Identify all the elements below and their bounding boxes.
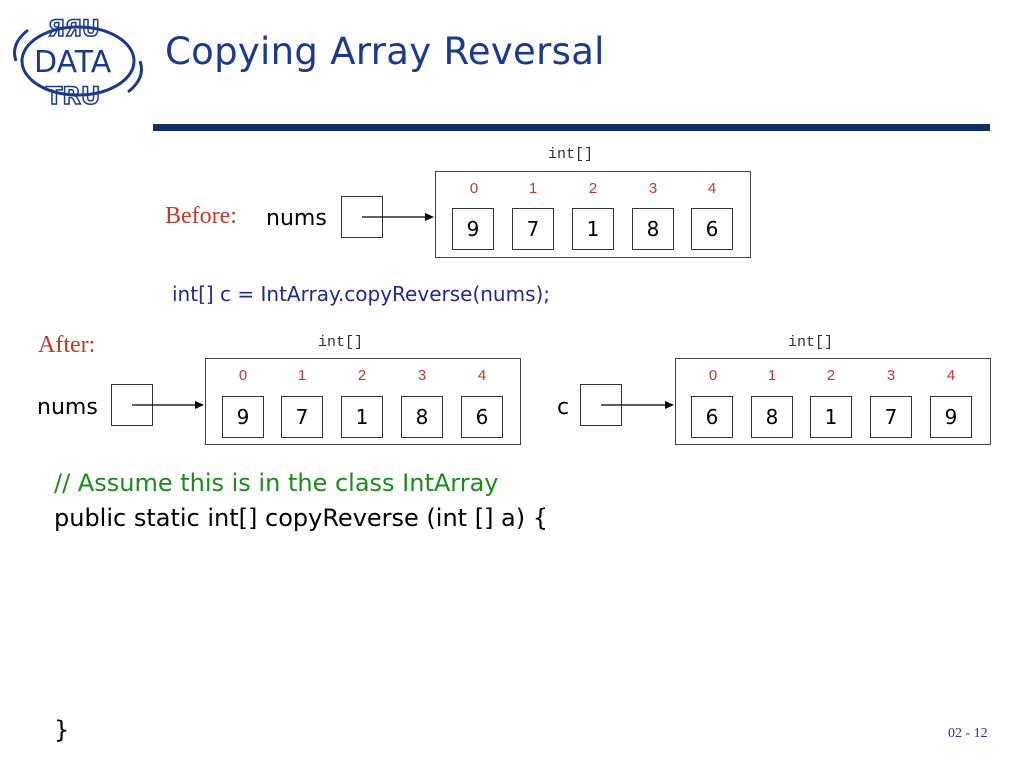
after-c-index-1: 1 bbox=[767, 367, 777, 384]
after-c-index-4: 4 bbox=[946, 367, 956, 384]
before-index-4: 4 bbox=[707, 180, 717, 197]
after-nums-cell-3: 8 bbox=[401, 396, 443, 438]
before-index-0: 0 bbox=[469, 180, 479, 197]
after-nums-cell-2: 1 bbox=[341, 396, 383, 438]
logo-text-mid: DATA bbox=[34, 45, 112, 80]
before-nums-var: nums bbox=[266, 206, 327, 231]
code-comment: // Assume this is in the class IntArray bbox=[54, 469, 499, 497]
after-c-cell-2: 1 bbox=[810, 396, 852, 438]
before-cell-0: 9 bbox=[452, 208, 494, 250]
after-c-cell-1: 8 bbox=[751, 396, 793, 438]
before-cell-3: 8 bbox=[632, 208, 674, 250]
before-cell-2: 1 bbox=[572, 208, 614, 250]
after-nums-var: nums bbox=[37, 395, 98, 420]
after-nums-index-4: 4 bbox=[477, 367, 487, 384]
before-index-1: 1 bbox=[528, 180, 538, 197]
after-c-index-3: 3 bbox=[886, 367, 896, 384]
after-nums-cell-0: 9 bbox=[222, 396, 264, 438]
before-cell-1: 7 bbox=[512, 208, 554, 250]
after-nums-type-label: int[] bbox=[318, 334, 364, 351]
before-cell-4: 6 bbox=[691, 208, 733, 250]
after-nums-index-3: 3 bbox=[417, 367, 427, 384]
before-array-type-label: int[] bbox=[548, 146, 594, 163]
after-nums-index-2: 2 bbox=[357, 367, 367, 384]
after-c-cell-0: 6 bbox=[691, 396, 733, 438]
after-c-index-2: 2 bbox=[826, 367, 836, 384]
method-signature: public static int[] copyReverse (int [] … bbox=[54, 504, 549, 532]
after-c-cell-3: 7 bbox=[870, 396, 912, 438]
title-divider bbox=[153, 124, 990, 131]
after-c-var: c bbox=[557, 395, 570, 420]
after-c-type-label: int[] bbox=[788, 334, 834, 351]
before-array-object: 0 1 2 3 4 9 7 1 8 6 bbox=[435, 171, 751, 258]
slide-title: Copying Array Reversal bbox=[165, 30, 605, 73]
logo-text-top: ЯЯU bbox=[48, 17, 100, 42]
after-nums-index-0: 0 bbox=[238, 367, 248, 384]
after-nums-index-1: 1 bbox=[297, 367, 307, 384]
data-structures-logo: ЯЯU DATA TRU bbox=[13, 16, 143, 108]
after-label: After: bbox=[38, 332, 96, 358]
copy-reverse-statement: int[] c = IntArray.copyReverse(nums); bbox=[172, 282, 551, 306]
logo-text-bottom: TRU bbox=[46, 82, 100, 108]
after-c-cell-4: 9 bbox=[930, 396, 972, 438]
before-index-2: 2 bbox=[588, 180, 598, 197]
after-nums-array-object: 0 1 2 3 4 9 7 1 8 6 bbox=[205, 358, 521, 445]
after-c-array-object: 0 1 2 3 4 6 8 1 7 9 bbox=[675, 358, 991, 445]
before-index-3: 3 bbox=[648, 180, 658, 197]
slide-number: 02 - 12 bbox=[948, 726, 988, 741]
method-closing-brace: } bbox=[54, 716, 70, 744]
after-nums-cell-1: 7 bbox=[281, 396, 323, 438]
after-nums-cell-4: 6 bbox=[461, 396, 503, 438]
before-label: Before: bbox=[165, 203, 237, 229]
after-c-index-0: 0 bbox=[708, 367, 718, 384]
